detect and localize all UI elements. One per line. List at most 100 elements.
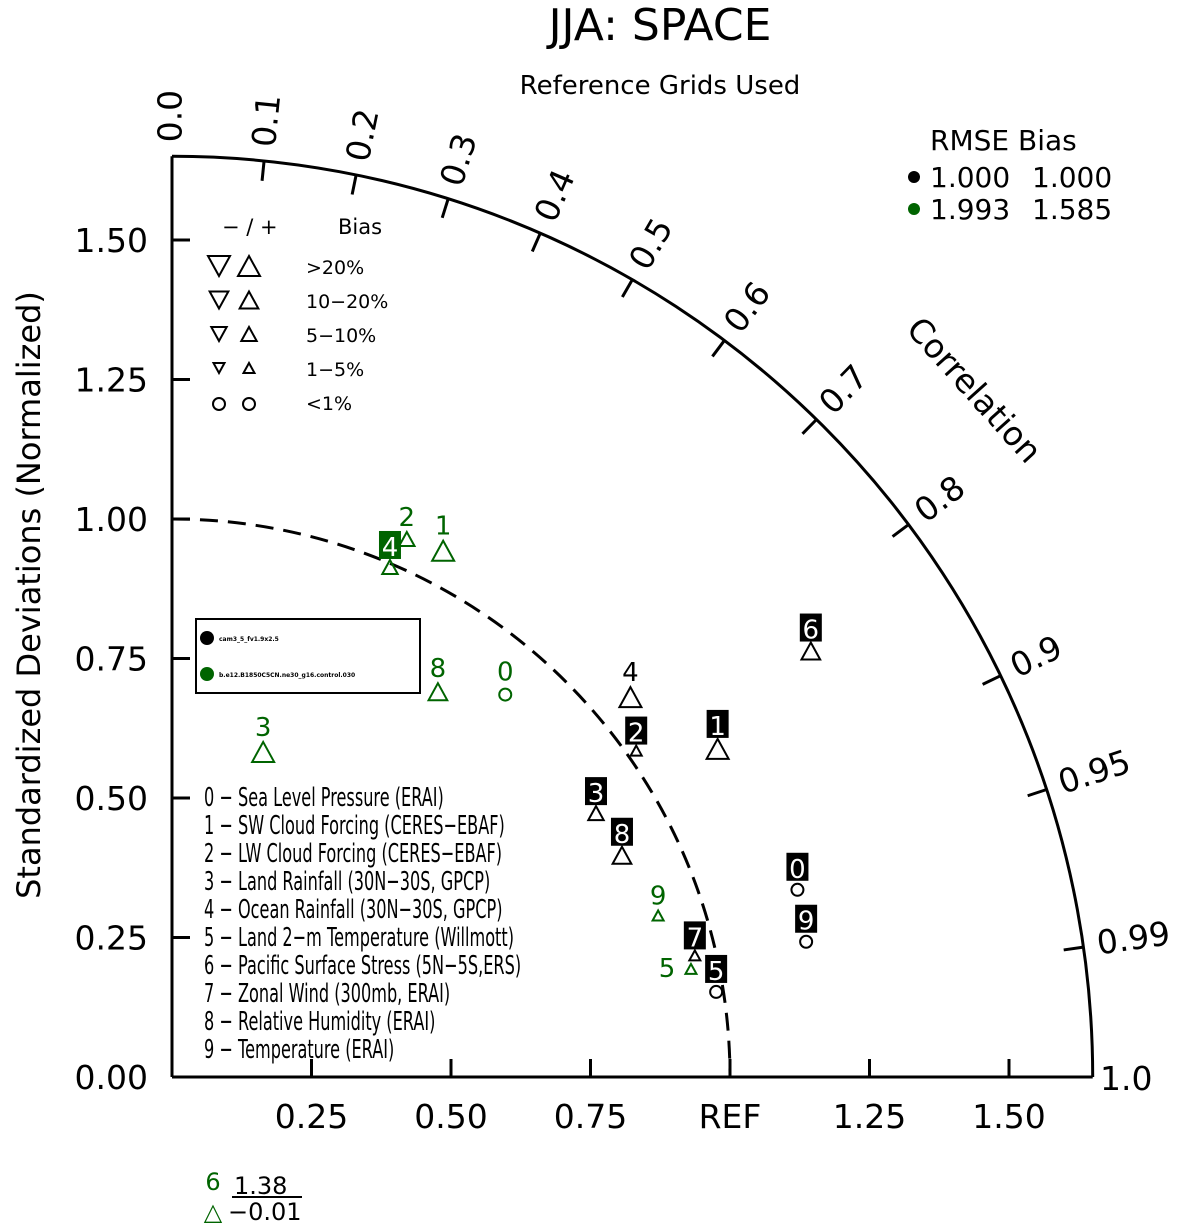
point-label: 8: [430, 654, 447, 684]
rmse-bias-dot-icon: [908, 171, 920, 183]
bias-legend-label: 5−10%: [306, 325, 376, 347]
variable-legend-item: 1 − SW Cloud Forcing (CERES−EBAF): [204, 811, 505, 841]
x-tick-label: 1.50: [972, 1097, 1045, 1136]
chart-subtitle: Reference Grids Used: [520, 71, 801, 101]
bias-value: 1.585: [1032, 193, 1112, 226]
triangle-up-marker: [586, 804, 606, 822]
triangle-up-marker: [650, 908, 666, 922]
y-tick-label: 1.25: [75, 361, 148, 400]
point-label: 0: [789, 855, 806, 885]
off-chart-bias: −0.01: [228, 1198, 302, 1226]
case-legend-name: b.e12.B1850C5CN.ne30_g16.control.030: [219, 672, 355, 679]
chart-title: JJA: SPACE: [546, 0, 772, 51]
x-tick-label: REF: [699, 1097, 762, 1136]
point-label-box: [799, 613, 822, 642]
y-tick-label: 0.00: [75, 1058, 148, 1097]
bias-legend-label: 10−20%: [306, 291, 388, 313]
point-label: 2: [399, 503, 416, 533]
correlation-tick-label: 0.99: [1094, 913, 1172, 962]
reference-std-arc: [171, 517, 732, 1078]
point-label: 5: [708, 957, 725, 987]
point-label-box: [378, 530, 401, 559]
triangle-up-icon: [237, 289, 261, 310]
point-label: 1: [709, 712, 726, 742]
off-chart-id: 6: [205, 1168, 220, 1196]
y-tick-label: 1.50: [75, 221, 148, 260]
bias-legend-label: <1%: [306, 393, 352, 415]
correlation-tick: [530, 232, 542, 253]
variable-legend: 0 − Sea Level Pressure (ERAI)1 − SW Clou…: [204, 783, 521, 1065]
triangle-up-marker: [687, 948, 703, 962]
correlation-tick-label: 0.4: [526, 164, 583, 228]
triangle-down-icon: [206, 255, 232, 279]
point-label-box: [683, 921, 706, 950]
variable-legend-item: 2 − LW Cloud Forcing (CERES−EBAF): [204, 839, 502, 869]
case-legend-box: [195, 618, 421, 694]
legend-layer: − / +Bias>20%10−20%5−10%1−5%<1%RMSE Bias…: [195, 124, 1112, 1226]
point-label: 4: [382, 533, 399, 563]
case-legend-dot-icon: [200, 667, 214, 681]
bias-value: 1.000: [1032, 161, 1112, 194]
triangle-down-icon: [211, 362, 227, 376]
point-label: 9: [650, 882, 667, 912]
correlation-tick: [621, 278, 634, 298]
x-tick-label: 0.25: [275, 1097, 348, 1136]
case-legend-name: cam3_5_fv1.9x2.5: [219, 636, 279, 643]
correlation-tick: [350, 174, 358, 195]
correlation-tick-label: 0.8: [907, 467, 972, 530]
variable-legend-item: 6 − Pacific Surface Stress (5N−5S,ERS): [204, 951, 521, 981]
triangle-up-icon: [236, 253, 262, 277]
correlation-tick-label: 0.0: [151, 90, 190, 142]
triangle-down-icon: [207, 290, 231, 311]
triangle-up-marker: [397, 529, 417, 547]
correlation-tick-label: 0.9: [1004, 627, 1068, 685]
triangle-up-marker: [629, 743, 644, 757]
triangle-up-marker: [704, 736, 731, 760]
y-tick-label: 0.25: [75, 919, 148, 958]
circle-marker: [498, 687, 513, 702]
point-label-box: [705, 954, 728, 983]
triangle-down-icon: [209, 326, 229, 344]
correlation-axis-label: Correlation: [899, 309, 1050, 470]
bias-legend-label: 1−5%: [306, 359, 364, 381]
variable-legend-item: 0 − Sea Level Pressure (ERAI): [204, 783, 444, 813]
point-label: 0: [497, 658, 514, 688]
triangle-up-marker: [426, 681, 449, 702]
rmse-value: 1.993: [930, 193, 1010, 226]
triangle-up-icon: [239, 324, 259, 342]
rmse-bias-header: RMSE Bias: [930, 124, 1077, 157]
correlation-tick: [1063, 945, 1084, 952]
rmse-value: 1.000: [930, 161, 1010, 194]
rmse-bias-dot-icon: [908, 203, 920, 215]
correlation-tick: [801, 418, 818, 435]
variable-legend-item: 8 − Relative Humidity (ERAI): [204, 1007, 435, 1037]
triangle-up-marker: [799, 640, 822, 661]
case-legend-dot-icon: [200, 631, 214, 645]
point-label: 7: [687, 923, 704, 953]
correlation-arc: [171, 154, 1095, 1078]
triangle-up-marker: [617, 685, 644, 709]
correlation-tick: [981, 674, 1002, 686]
point-label-box: [610, 817, 633, 846]
x-tick-label: 1.25: [833, 1097, 906, 1136]
point-label-box: [625, 716, 648, 745]
triangle-up-marker: [430, 538, 456, 562]
off-chart-std: 1.38: [234, 1172, 287, 1200]
point-label-box: [786, 852, 809, 881]
correlation-tick-label: 0.3: [432, 129, 485, 191]
point-label-box: [584, 777, 607, 806]
point-label: 4: [622, 658, 639, 688]
circle-marker: [799, 934, 814, 949]
point-label: 9: [798, 907, 815, 937]
correlation-tick: [891, 523, 910, 538]
off-chart-triangle-icon: △: [204, 1198, 223, 1226]
correlation-tick: [711, 339, 726, 358]
point-label: 6: [803, 616, 820, 646]
correlation-tick-label: 0.5: [621, 211, 681, 276]
correlation-tick: [440, 198, 450, 219]
variable-legend-item: 7 − Zonal Wind (300mb, ERAI): [204, 979, 450, 1009]
correlation-tick-label: 0.95: [1053, 742, 1135, 802]
bias-legend-sign-header: − / +: [222, 215, 278, 239]
